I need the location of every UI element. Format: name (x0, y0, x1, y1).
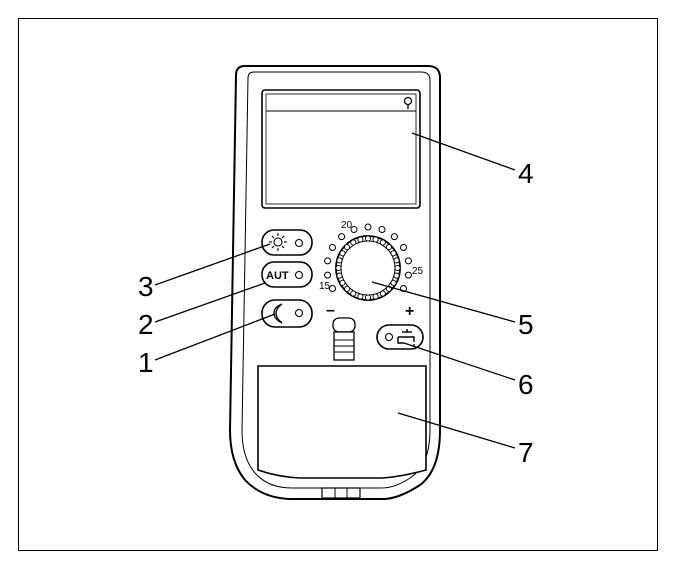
dial-scale-dot (329, 285, 336, 292)
temperature-dial[interactable] (324, 223, 412, 301)
diagram-frame (18, 18, 658, 551)
dial-grip-notch (372, 293, 379, 300)
dial-minus-label: – (326, 302, 335, 319)
dial-grip-notch (379, 239, 386, 246)
night-led-indicator (294, 308, 304, 318)
tap-icon (397, 329, 415, 346)
dial-scale-label-25: 25 (412, 266, 424, 277)
callout-2: 2 (138, 309, 154, 340)
dial-scale-dot (378, 226, 386, 233)
hot-water-led-indicator (384, 332, 394, 342)
dial-grip-notch (339, 279, 346, 286)
bottom-latch (321, 487, 361, 499)
dial-scale-dot (350, 226, 358, 233)
day-led-indicator (294, 238, 304, 248)
dial-scale-dot (329, 244, 336, 251)
dial-scale-dot (364, 223, 372, 231)
dial-grip-notch (364, 235, 372, 242)
dial-scale-dot (338, 233, 346, 241)
night-mode-button[interactable] (261, 299, 313, 328)
dial-grip-notch (379, 290, 386, 297)
dial-grip-notch (339, 250, 346, 257)
dial-grip-notch (390, 279, 397, 286)
housing-inner-rim (241, 71, 431, 489)
display-inner (265, 93, 417, 205)
leader-lines (154, 132, 516, 449)
callout-4: 4 (518, 158, 534, 189)
dial-grip-notch (344, 244, 351, 251)
auto-button-label: AUT (266, 270, 289, 282)
dial-scale-dot (324, 271, 332, 279)
bottom-cover (257, 365, 427, 479)
callout-3: 3 (138, 271, 154, 302)
callout-5: 5 (518, 309, 534, 340)
antenna-icon (403, 96, 413, 109)
dial-scale-dot (390, 233, 398, 241)
callout-1: 1 (138, 347, 154, 378)
dial-scale-label-20: 20 (341, 220, 353, 231)
day-mode-button[interactable] (261, 229, 313, 256)
dial-grip-notch (390, 250, 397, 257)
dial-scale-dot (404, 271, 412, 279)
dial-grip-notch (393, 257, 400, 264)
dial-scale-dot (400, 244, 407, 251)
dial-grip-notch (357, 236, 364, 243)
dial-grip-notch (393, 272, 400, 279)
auto-mode-button[interactable]: AUT (261, 261, 313, 288)
dial-grip-notch (394, 264, 401, 272)
dial-grip-notch (344, 285, 351, 292)
dial-grip-notch (385, 244, 392, 251)
dial-scale-dot (324, 257, 332, 265)
dial-grip-notch (350, 290, 357, 297)
display-screen (261, 89, 421, 209)
callout-6: 6 (518, 369, 534, 400)
dial-plus-label: + (405, 303, 414, 320)
dial-grip-notch (357, 293, 364, 300)
dial-grip-notch (364, 294, 372, 301)
hot-water-button[interactable] (376, 324, 424, 350)
dial-grip-notch (350, 239, 357, 246)
sun-icon (269, 233, 287, 251)
dial-scale-label-15: 15 (319, 281, 331, 292)
dial-grip-notch (372, 236, 379, 243)
auto-led-indicator (294, 270, 304, 280)
dial-scale-dot (404, 257, 412, 265)
callout-7: 7 (518, 437, 534, 468)
moon-icon (273, 303, 283, 324)
dial-grip-notch (335, 264, 342, 272)
dial-grip-notch (336, 257, 343, 264)
center-slider[interactable] (332, 317, 356, 361)
dial-grip-notch (336, 272, 343, 279)
